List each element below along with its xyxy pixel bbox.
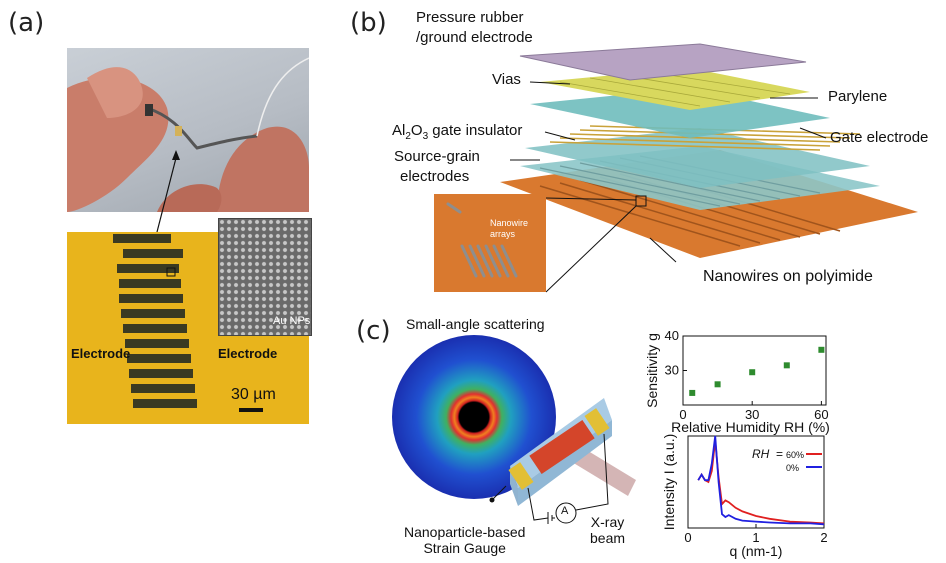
gauge-label: Nanoparticle-based Strain Gauge (404, 524, 525, 556)
scale-bar-label: 30 µm (231, 386, 276, 403)
scale-bar (239, 408, 263, 412)
vias-label: Vias (492, 71, 521, 88)
gate-insulator-layer (525, 128, 870, 188)
electrode-right-label: Electrode (218, 346, 278, 361)
nanowire-arrays-line1: Nanowire (490, 218, 529, 228)
nanoparticle-film (529, 419, 595, 475)
intensity-legend-title: RH (752, 447, 770, 461)
sensitivity-point (689, 389, 696, 396)
panel-c-letter: (c) (356, 316, 391, 346)
gate-insulator-label: Al2O3 gate insulator (392, 122, 522, 142)
panel-a-letter: (a) (8, 8, 45, 38)
intensity-series-line (697, 435, 825, 526)
electrode-left-label: Electrode (71, 346, 131, 361)
sensitivity-point (749, 369, 756, 376)
gi-suffix: gate insulator (428, 122, 523, 139)
intensity-xtick-label: 2 (820, 530, 827, 545)
sensitivity-xtick-label: 60 (814, 407, 828, 422)
intensity-xtick-label: 1 (752, 530, 759, 545)
intensity-ylabel: Intensity I (a.u.) (661, 434, 677, 530)
gi-mid: O (410, 122, 423, 139)
au-nanoparticle-inset: Au NPs (218, 218, 312, 336)
parylene-layer (530, 88, 830, 138)
xray-line1: X-ray (590, 514, 625, 530)
scattering-pattern (392, 335, 556, 499)
source-line2: electrodes (400, 168, 470, 185)
xray-line2: beam (590, 530, 626, 546)
interdigitated-gap (113, 234, 197, 408)
gauge-pad-left (508, 462, 534, 490)
hand-device-drawing (67, 57, 309, 212)
source-line1: Source-grain (394, 148, 480, 165)
sensitivity-ylabel: Sensitivity g (644, 333, 660, 408)
sensitivity-point (714, 381, 721, 388)
intensity-xtick-label: 0 (684, 530, 691, 545)
scattering-title: Small-angle scattering (406, 316, 545, 332)
gi-sub2: 3 (422, 131, 429, 142)
sensitivity-point (818, 346, 825, 353)
nanowires-polyimide-label: Nanowires on polyimide (703, 268, 873, 285)
sensitivity-point (783, 362, 790, 369)
intensity-legend-label: 0% (786, 463, 799, 473)
sensitivity-xlabel: Relative Humidity RH (%) (671, 419, 830, 435)
sensitivity-xtick-label: 30 (745, 407, 759, 422)
sensitivity-xtick-label: 0 (679, 407, 686, 422)
pressure-rubber-line1: Pressure rubber (416, 9, 524, 26)
panel-b-letter: (b) (350, 8, 387, 38)
parylene-label: Parylene (828, 88, 888, 105)
sensitivity-ytick-label: 30 (665, 363, 679, 378)
hand-device-photo (67, 48, 309, 212)
intensity-legend-eq: = (776, 447, 783, 461)
xray-label: X-ray beam (590, 514, 625, 546)
au-nps-label: Au NPs (273, 315, 311, 327)
vias-layer (540, 68, 810, 110)
gate-electrode-label: Gate electrode (830, 129, 929, 146)
ammeter-label: A (561, 505, 569, 517)
gauge-line2: Strain Gauge (423, 540, 506, 556)
gi-prefix: Al (392, 122, 406, 139)
gauge-line1: Nanoparticle-based (404, 524, 526, 540)
sensitivity-ytick-label: 40 (665, 328, 679, 343)
nanowire-arrays-label: Nanowire arrays (490, 218, 528, 240)
gauge-pad-right (584, 408, 610, 436)
pressure-rubber-line2: /ground electrode (416, 29, 533, 46)
nanowire-inset (434, 194, 546, 292)
nanowire-arrays-line2: arrays (490, 229, 516, 239)
intensity-legend-label: 60% (786, 450, 804, 460)
pressure-rubber-label: Pressure rubber /ground electrode (416, 8, 533, 48)
intensity-xlabel: q (nm-1) (730, 543, 783, 559)
source-drain-label: Source-grain electrodes (394, 147, 480, 187)
pressure-rubber-layer (519, 43, 807, 81)
intensity-series-line (697, 440, 825, 525)
gi-sub1: 2 (405, 131, 411, 142)
